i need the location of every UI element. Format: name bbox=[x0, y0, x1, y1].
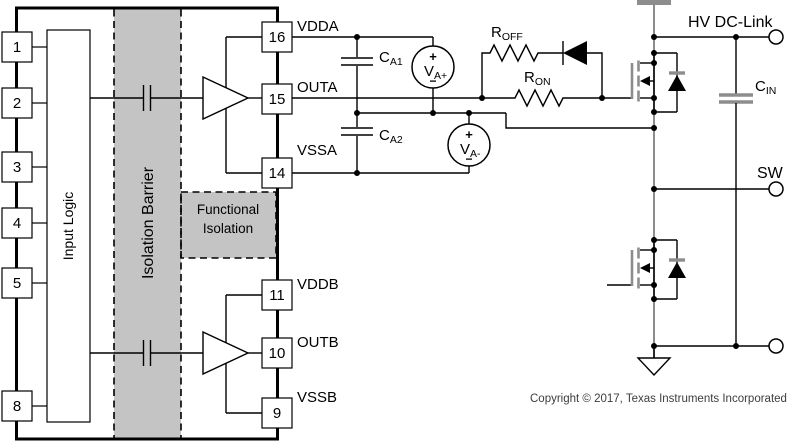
left-pin-stubs bbox=[32, 46, 47, 407]
va-plus-polarity-minus: − bbox=[429, 74, 436, 88]
pin-number-14: 14 bbox=[269, 165, 286, 182]
capacitor-ca2 bbox=[341, 127, 373, 136]
terminal-sw bbox=[768, 181, 784, 197]
vddb-label: VDDB bbox=[297, 276, 339, 293]
isolation-capacitor-a bbox=[142, 85, 152, 111]
body-diode-low bbox=[668, 262, 686, 278]
pin-box-14 bbox=[261, 157, 293, 189]
mosfet-low-side bbox=[607, 237, 686, 300]
ground-symbol bbox=[636, 346, 672, 377]
pin-box-11 bbox=[261, 279, 293, 311]
pin-box-8 bbox=[1, 390, 33, 422]
terminal-hv-dc-link bbox=[768, 29, 784, 45]
functional-isolation-label-2: Isolation bbox=[203, 221, 253, 236]
pin-number-16: 16 bbox=[269, 29, 286, 46]
ca1-label: CA1 bbox=[379, 49, 403, 68]
pin-number-11: 11 bbox=[269, 287, 285, 304]
pin-box-15 bbox=[261, 83, 293, 115]
pin-number-2: 2 bbox=[13, 95, 21, 112]
pin-box-9 bbox=[261, 397, 293, 429]
driver-buffer-b bbox=[202, 330, 250, 376]
mosfet-high-side bbox=[630, 50, 686, 113]
functional-isolation-label-1: Functional bbox=[197, 202, 259, 217]
sw-label: SW bbox=[757, 165, 784, 182]
vssb-label: VSSB bbox=[297, 389, 337, 406]
va-minus-label: VA- bbox=[460, 141, 481, 160]
hv-dc-link-label: HV DC-Link bbox=[688, 14, 773, 31]
pin-number-3: 3 bbox=[13, 159, 21, 176]
va-minus-polarity-plus: + bbox=[465, 127, 473, 142]
terminal-dc-return bbox=[768, 338, 784, 354]
resistor-ron bbox=[482, 88, 631, 108]
pin-number-15: 15 bbox=[269, 91, 286, 108]
input-logic-label: Input Logic bbox=[60, 192, 76, 261]
roff-to-gate-wire bbox=[587, 52, 603, 98]
functional-isolation-box bbox=[180, 191, 277, 259]
mosfet-low-body-arrow bbox=[640, 263, 650, 273]
capacitor-cin bbox=[719, 37, 753, 346]
pin-box-1 bbox=[1, 31, 33, 63]
isolation-barrier-band bbox=[114, 9, 181, 438]
va-minus-polarity-minus: − bbox=[465, 152, 472, 166]
pin-box-3 bbox=[1, 151, 33, 183]
pin-number-10: 10 bbox=[269, 345, 286, 362]
hv-bus-continuation-bar bbox=[637, 0, 671, 5]
ca2-label: CA2 bbox=[379, 127, 403, 146]
pin-number-9: 9 bbox=[273, 405, 281, 422]
pin-box-10 bbox=[261, 337, 293, 369]
capacitor-ca1 bbox=[341, 57, 373, 66]
copyright-text: Copyright © 2017, Texas Instruments Inco… bbox=[530, 393, 787, 405]
roff-label: ROFF bbox=[491, 24, 523, 43]
outb-label: OUTB bbox=[297, 334, 339, 351]
isolation-barrier-label: Isolation Barrier bbox=[140, 166, 157, 279]
pin-box-5 bbox=[1, 267, 33, 299]
isolation-capacitor-b bbox=[142, 340, 152, 366]
pin-box-2 bbox=[1, 87, 33, 119]
va-plus-label: VA+ bbox=[424, 63, 447, 82]
cin-label: CIN bbox=[755, 78, 776, 97]
pin-number-1: 1 bbox=[13, 39, 21, 56]
body-diode-high bbox=[668, 75, 686, 91]
diode-roff bbox=[563, 41, 587, 65]
vdda-label: VDDA bbox=[297, 18, 339, 35]
input-logic-box bbox=[46, 29, 91, 423]
left-pin-boxes bbox=[1, 31, 33, 422]
va-plus-polarity-plus: + bbox=[429, 49, 437, 64]
resistor-roff bbox=[481, 43, 563, 98]
mosfet-high-body-arrow bbox=[640, 76, 650, 86]
pin-number-8: 8 bbox=[13, 398, 21, 415]
gate-resistor-network bbox=[481, 41, 631, 108]
driver-buffer-a bbox=[202, 75, 250, 121]
vssa-label: VSSA bbox=[297, 142, 337, 159]
outa-label: OUTA bbox=[297, 79, 338, 96]
pin-number-4: 4 bbox=[13, 215, 21, 232]
source-va-plus: + VA+ − bbox=[411, 45, 455, 89]
source-va-minus: + VA- − bbox=[447, 123, 491, 167]
pin-number-5: 5 bbox=[13, 275, 21, 292]
right-pin-boxes bbox=[261, 21, 293, 429]
pin-box-16 bbox=[261, 21, 293, 53]
pin-box-4 bbox=[1, 207, 33, 239]
junction-dots bbox=[354, 34, 739, 349]
ron-label: RON bbox=[524, 69, 551, 88]
